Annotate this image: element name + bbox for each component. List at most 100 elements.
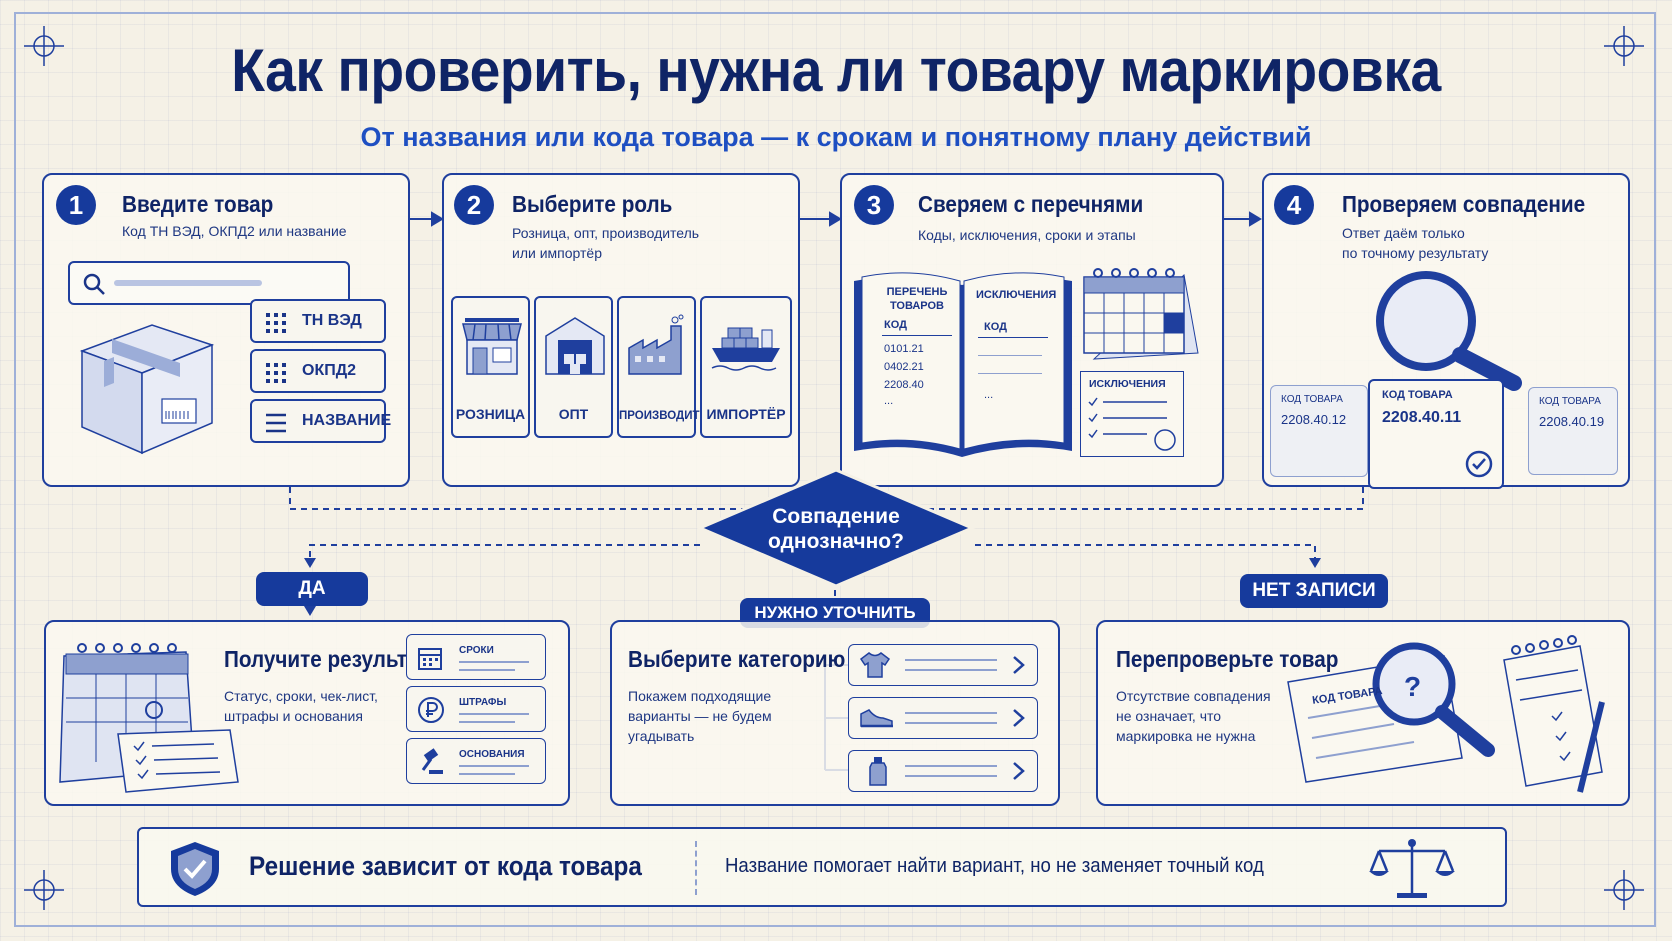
step-title: Сверяем с перечнями — [918, 191, 1144, 217]
scales-icon — [1369, 839, 1455, 898]
bottom-headline: Решение зависит от кода товара — [249, 851, 642, 881]
chevron-right-icon — [1013, 709, 1025, 727]
role-retail-button[interactable]: РОЗНИЦА — [451, 296, 530, 438]
cargo-ship-icon — [711, 327, 780, 371]
step-text: Код ТН ВЭД, ОКПД2 или название — [122, 223, 347, 239]
step-1-card: 1 Введите товар Код ТН ВЭД, ОКПД2 или на… — [42, 173, 410, 487]
crosshair-icon — [1604, 26, 1644, 66]
book-left-column: КОД — [884, 319, 907, 331]
book-left-title: ПЕРЕЧЕНЬ ТОВАРОВ — [886, 286, 948, 312]
tag-tnved-button[interactable]: ТН ВЭД — [250, 299, 386, 343]
checklist-icon — [1088, 397, 1176, 451]
step-title: Введите товар — [122, 191, 274, 217]
tag-name-button[interactable]: НАЗВАНИЕ — [250, 399, 391, 443]
tag-okpd2-button[interactable]: ОКПД2 — [250, 349, 386, 393]
book-right-column: КОД — [984, 321, 1007, 333]
match-card: КОД ТОВАРА 2208.40.19 — [1528, 387, 1618, 475]
tag-label: НАЗВАНИЕ — [302, 412, 392, 429]
step-3-card: 3 Сверяем с перечнями Коды, исключения, … — [840, 173, 1224, 487]
package-box-icon — [79, 324, 215, 455]
step-number: 2 — [454, 185, 494, 225]
step-number: 1 — [56, 185, 96, 225]
role-label: ПРОИЗВОДИТЕЛЬ — [619, 410, 724, 422]
bottom-note-bar: Решение зависит от кода товара Название … — [137, 827, 1507, 907]
step-text: Розница, опт, производитель или импортёр — [512, 225, 700, 261]
result-item-label: СРОКИ — [459, 645, 494, 656]
shield-check-icon — [171, 842, 219, 896]
crosshair-icon — [1604, 870, 1644, 910]
category-option-clothing[interactable] — [848, 644, 1038, 686]
role-label: ИМПОРТЁР — [706, 406, 786, 422]
search-icon — [83, 273, 105, 295]
factory-icon — [628, 314, 684, 375]
border-frame — [14, 12, 1656, 927]
decision-question: Совпадение однозначно? — [768, 505, 904, 553]
bottle-icon — [869, 757, 887, 786]
result-item-grounds[interactable]: ОСНОВАНИЯ — [406, 738, 546, 784]
result-card-none: Перепроверьте товар Отсутствие совпадени… — [1096, 620, 1630, 806]
match-card-label: КОД ТОВАРА — [1539, 396, 1601, 407]
book-right-title: ИСКЛЮЧЕНИЯ — [976, 289, 1057, 301]
step-text: Коды, исключения, сроки и этапы — [918, 227, 1136, 243]
result-item-label: ОСНОВАНИЯ — [459, 749, 525, 760]
code-row: 0101.21 — [884, 343, 924, 355]
result-text: Покажем подходящие варианты — не будем у… — [628, 688, 772, 744]
step-title: Проверяем совпадение — [1342, 191, 1586, 217]
match-card-code: 2208.40.19 — [1539, 414, 1605, 429]
storefront-icon — [462, 318, 522, 375]
magnifier-icon — [1376, 271, 1522, 391]
exceptions-doc: ИСКЛЮЧЕНИЯ — [1080, 371, 1184, 457]
tshirt-icon — [859, 652, 891, 678]
svg-text:?: ? — [1404, 671, 1421, 702]
result-text: Статус, сроки, чек-лист, штрафы и основа… — [224, 688, 378, 724]
step-number: 3 — [854, 185, 894, 225]
open-book-icon — [854, 272, 1072, 457]
calendar-icon — [1083, 268, 1199, 360]
result-text: Отсутствие совпадения не означает, что м… — [1116, 688, 1271, 744]
step-4-card: 4 Проверяем совпадение Ответ даём только… — [1262, 173, 1630, 489]
code-row: 2208.40 — [884, 379, 924, 391]
bottom-note: Название помогает найти вариант, но не з… — [725, 855, 1264, 877]
crosshair-icon — [24, 26, 64, 66]
chevron-right-icon — [1013, 762, 1025, 780]
recheck-illustration: ? — [1287, 635, 1605, 793]
match-card-selected: КОД ТОВАРА 2208.40.11 — [1368, 379, 1504, 489]
list-lines-icon — [266, 413, 286, 433]
code-row: ... — [884, 395, 894, 407]
role-label: ОПТ — [558, 406, 589, 422]
code-row: 0402.21 — [884, 361, 924, 373]
step-number: 4 — [1274, 185, 1314, 225]
search-input[interactable] — [68, 261, 350, 305]
grid-dots-icon — [266, 313, 286, 333]
role-label: РОЗНИЦА — [455, 406, 526, 422]
page-subtitle: От названия или кода товара — к срокам и… — [360, 122, 1312, 152]
branch-none-badge: НЕТ ЗАПИСИ — [1240, 574, 1388, 608]
chevron-right-icon — [1013, 656, 1025, 674]
ruble-icon — [418, 697, 444, 723]
calendar-icon — [418, 648, 442, 670]
match-card-label: КОД ТОВАРА — [1281, 394, 1343, 405]
result-item-fines[interactable]: ШТРАФЫ — [406, 686, 546, 732]
warehouse-icon — [545, 317, 605, 375]
doc-title: ИСКЛЮЧЕНИЯ — [1089, 378, 1166, 390]
page-title: Как проверить, нужна ли товару маркировк… — [231, 37, 1441, 104]
branch-yes-badge: ДА — [256, 572, 368, 606]
match-card: КОД ТОВАРА 2208.40.12 — [1270, 385, 1368, 477]
result-item-label: ШТРАФЫ — [459, 697, 507, 708]
result-title: Получите результат — [224, 646, 429, 672]
decision-diamond — [696, 468, 976, 588]
step-title: Выберите роль — [512, 191, 673, 217]
category-option-shoes[interactable] — [848, 697, 1038, 739]
role-manufacturer-button[interactable]: ПРОИЗВОДИТЕЛЬ — [617, 296, 724, 438]
code-row: ... — [984, 389, 994, 401]
role-importer-button[interactable]: ИМПОРТЁР — [700, 296, 792, 438]
match-card-code: 2208.40.11 — [1382, 409, 1462, 426]
result-item-deadlines[interactable]: СРОКИ — [406, 634, 546, 680]
role-wholesale-button[interactable]: ОПТ — [534, 296, 613, 438]
tag-label: ТН ВЭД — [302, 312, 362, 329]
category-option-bottle[interactable] — [848, 750, 1038, 792]
tag-label: ОКПД2 — [302, 362, 357, 379]
grid-dots-icon — [266, 363, 286, 383]
step-text: Ответ даём только по точному результату — [1342, 225, 1489, 261]
